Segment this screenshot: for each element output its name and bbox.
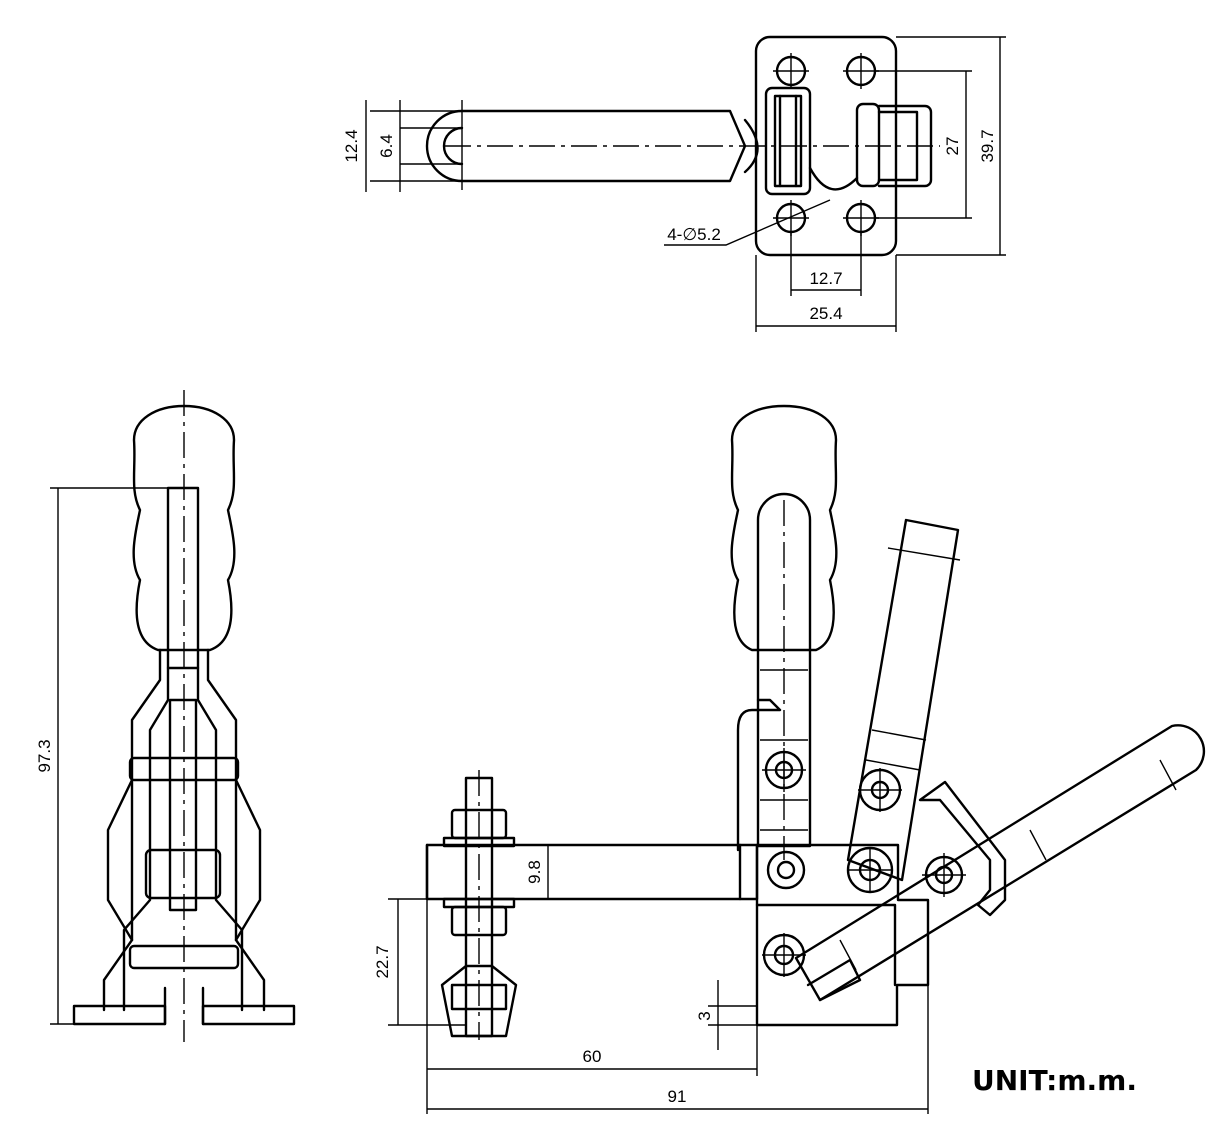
dim-base-width: 25.4 — [809, 304, 842, 323]
dim-hole-callout: 4-∅5.2 — [667, 225, 721, 244]
dim-side-height: 97.3 — [35, 739, 54, 772]
dim-overall-length: 91 — [668, 1087, 687, 1106]
dim-arm-thickness: 9.8 — [525, 860, 544, 884]
dim-base-hole-spacing-horizontal: 12.7 — [809, 269, 842, 288]
dim-base-plate: 3 — [695, 1011, 714, 1020]
front-view: 9.8 22.7 3 60 91 — [373, 404, 1206, 1114]
units-label: UNIT:m.m. — [972, 1064, 1137, 1097]
dim-reach: 60 — [583, 1047, 602, 1066]
dim-base-hole-spacing-vertical: 27 — [943, 137, 962, 156]
side-view: 97.3 — [35, 390, 296, 1042]
dim-spindle-height: 22.7 — [373, 945, 392, 978]
dim-top-handle-outer: 12.4 — [342, 129, 361, 162]
dim-top-handle-inner: 6.4 — [377, 134, 396, 158]
dim-base-height: 39.7 — [978, 129, 997, 162]
top-view: 12.4 6.4 27 39.7 12.7 25.4 4-∅5.2 — [342, 35, 1006, 332]
